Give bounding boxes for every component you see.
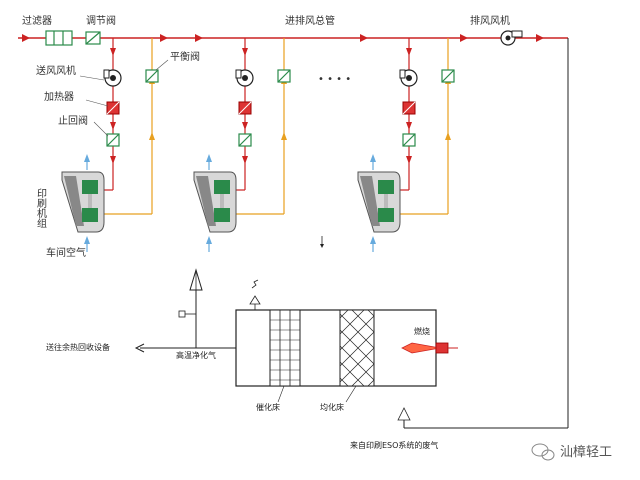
exhaust-gas-in-label: 来自印刷ESO系统的废气 <box>350 440 438 450</box>
heater-label: 加热器 <box>44 90 74 103</box>
printing-unit <box>61 171 105 233</box>
fan-icon <box>235 69 254 87</box>
catalytic-oxidizer: 燃烧 <box>235 309 458 387</box>
inlet-arrow <box>397 407 411 421</box>
clean-gas-label: 高温净化气 <box>176 350 216 360</box>
watermark-text: 汕樟轻工 <box>560 445 612 460</box>
valve-icon <box>402 133 416 147</box>
flow-arrow <box>195 34 203 42</box>
burner-label: 燃烧 <box>414 326 430 336</box>
branch-3 <box>357 38 455 252</box>
main-exhaust-duct <box>18 34 569 429</box>
flow-arrow <box>22 34 30 42</box>
valve-icon <box>277 69 291 83</box>
printing-unit <box>193 171 237 233</box>
flow-arrow <box>536 34 544 42</box>
catalytic-bed <box>269 309 301 387</box>
heat-recovery-label: 送往余热回收设备 <box>46 342 110 352</box>
damper-label: 调节阀 <box>86 14 116 27</box>
flow-arrow <box>360 34 368 42</box>
branch-ellipsis: • • • • <box>318 74 351 85</box>
fan-icon <box>500 30 523 46</box>
valve-icon <box>85 31 101 45</box>
branch-1 <box>61 38 159 252</box>
heater-icon <box>106 101 120 115</box>
fan-icon <box>103 69 122 87</box>
flow-arrow <box>160 34 168 42</box>
printing-unit <box>357 171 401 233</box>
heater-icon <box>238 101 252 115</box>
valve-icon <box>238 133 252 147</box>
supply-fan-label: 送风风机 <box>36 64 76 77</box>
fan-icon <box>399 69 418 87</box>
filter <box>45 30 73 46</box>
catalytic-bed-label: 催化床 <box>256 402 280 412</box>
valve-icon <box>441 69 455 83</box>
flame-icon <box>401 342 458 354</box>
valve-icon <box>145 69 159 83</box>
wechat-icon <box>531 443 555 461</box>
main-duct-label: 进排风总管 <box>285 14 335 27</box>
uniform-bed-label: 均化床 <box>320 402 344 412</box>
branch-2 <box>193 38 291 252</box>
uniform-bed <box>339 309 375 387</box>
workshop-air-label: 车间空气 <box>46 246 86 259</box>
valve-icon <box>178 310 186 318</box>
relief-valve-icon <box>249 295 261 305</box>
exhaust-fan-label: 排风风机 <box>470 14 510 27</box>
flow-arrow <box>460 34 468 42</box>
valve-icon <box>106 133 120 147</box>
printing-unit-label: 印刷机组 <box>35 188 47 228</box>
heater-icon <box>402 101 416 115</box>
check-valve-label: 止回阀 <box>58 114 88 127</box>
balance-valve-label: 平衡阀 <box>170 50 200 63</box>
filter-label: 过滤器 <box>22 14 52 27</box>
